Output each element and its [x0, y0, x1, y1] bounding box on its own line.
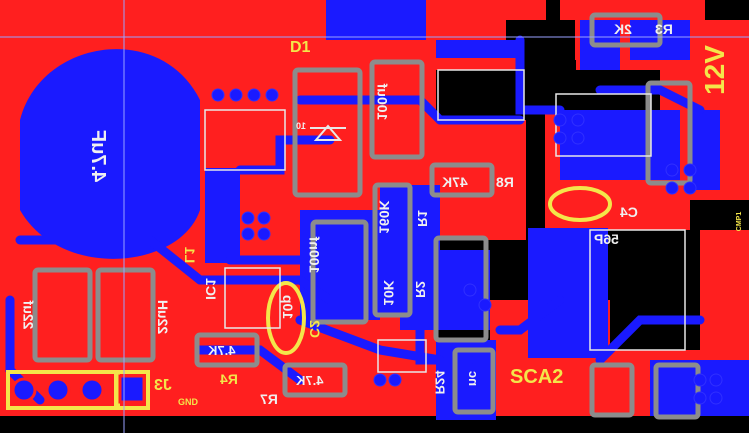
label-r7-value: 4.7K: [296, 373, 324, 388]
label-r8: R8: [496, 174, 514, 190]
label-r2: R2: [412, 281, 428, 298]
label-nc: nc: [466, 370, 482, 387]
label-c-22uf: 22uf: [20, 300, 37, 330]
label-r24: R24: [432, 370, 448, 395]
label-gnd: GND: [178, 397, 198, 407]
label-d1: D1: [290, 39, 311, 56]
label-c4: C4: [620, 204, 638, 220]
label-ic1: IC1: [202, 278, 219, 300]
label-r2-value: 10K: [380, 280, 397, 306]
label-l1-value: 22uH: [155, 299, 172, 335]
label-j3: J3: [154, 377, 172, 394]
label-c-4-7uf: 4.7uF: [87, 129, 110, 183]
connector-j3-outline: [6, 186, 612, 410]
label-r4: R4: [220, 371, 238, 387]
label-c2-value: 10p: [280, 294, 297, 320]
vias: [211, 88, 723, 405]
label-sca2: SCA2: [510, 366, 564, 388]
label-l1: L1: [182, 246, 199, 264]
label-r1: R1: [414, 210, 430, 227]
label-r1-value: 160K: [376, 200, 393, 234]
label-c4-value: 56P: [594, 231, 619, 247]
diode-symbol: [310, 124, 346, 141]
label-ref-right: CMP1: [736, 211, 744, 232]
label-r3: R3: [655, 21, 673, 37]
label-r8-value: 47K: [442, 174, 468, 190]
component-pads: [32, 12, 701, 420]
label-r7: R7: [260, 391, 278, 407]
label-r3-value: 2K: [614, 21, 632, 37]
label-12v: 12V: [698, 45, 730, 95]
label-r4-value: 4.7K: [208, 343, 236, 358]
label-c-100uf: 100uf: [374, 83, 391, 121]
silkscreen-outlines: [204, 69, 686, 373]
label-diode-inner: 10: [296, 121, 307, 131]
label-c2: C2: [306, 320, 323, 338]
label-c-100nf: 100nf: [306, 236, 323, 274]
